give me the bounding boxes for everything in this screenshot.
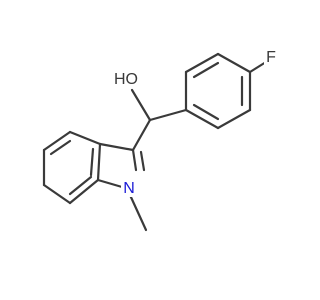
- benzo-ring: [42, 130, 102, 205]
- atom-f: F: [264, 49, 278, 66]
- bond: [96, 178, 124, 189]
- atom-n: N: [121, 180, 137, 197]
- bond: [96, 142, 102, 182]
- pyrrole-ring: [96, 142, 146, 189]
- bond-ch-aryl: [148, 108, 188, 122]
- bond: [42, 183, 72, 205]
- double-bond-inner: [139, 150, 146, 172]
- atom-oh: HO: [114, 71, 138, 88]
- bond: [184, 108, 220, 130]
- bond-c-f: [248, 60, 268, 74]
- bond-ch-indole: [131, 118, 152, 152]
- double-bond-inner: [68, 175, 93, 196]
- bond: [42, 130, 72, 152]
- hydroxyl-label: HO: [114, 71, 138, 88]
- structure-canvas: HO F N: [42, 49, 278, 232]
- fluorophenyl-ring: [184, 52, 252, 130]
- bond: [184, 52, 220, 74]
- double-bond-inner: [192, 61, 220, 79]
- bond-n-methyl: [128, 193, 148, 232]
- bond: [216, 52, 252, 74]
- fluorine-label: F: [266, 49, 276, 66]
- bond: [98, 142, 135, 152]
- bond: [68, 178, 100, 205]
- double-bond-inner: [89, 147, 95, 177]
- bond: [131, 148, 138, 172]
- bond: [216, 108, 252, 130]
- double-bond-inner: [49, 139, 72, 156]
- bond-ch-oh: [130, 88, 152, 122]
- double-bond-inner: [192, 103, 220, 121]
- nitrogen-label: N: [123, 180, 135, 197]
- bond: [68, 130, 102, 146]
- molecule-diagram: HO F N: [42, 49, 278, 232]
